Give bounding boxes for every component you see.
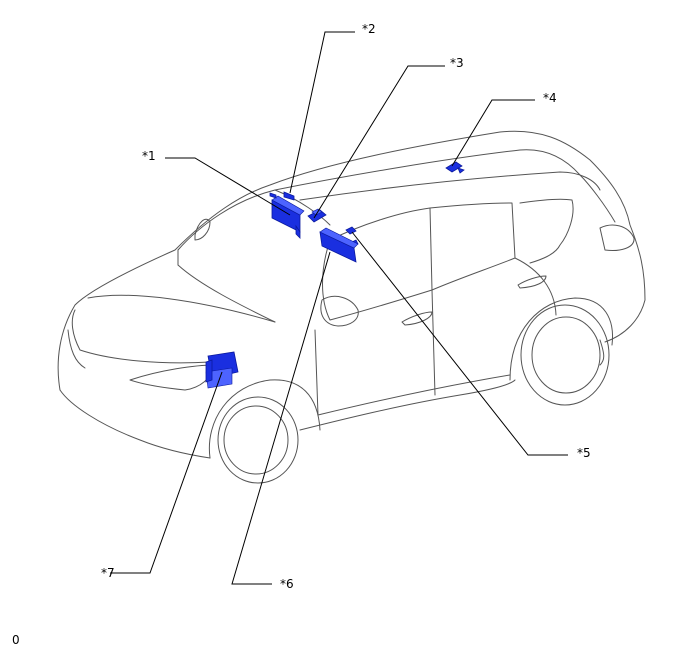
vehicle-outline <box>57 130 646 484</box>
callout-label-5: *5 <box>577 446 591 460</box>
callout-label-2: *2 <box>362 22 376 36</box>
part-3 <box>307 208 327 223</box>
callout-label-4: *4 <box>543 91 557 105</box>
leader-2 <box>289 31 355 194</box>
component-parts <box>205 161 465 389</box>
part-2 <box>269 191 295 201</box>
leader-6 <box>231 251 331 585</box>
leader-4 <box>451 99 535 167</box>
leader-7 <box>110 371 223 574</box>
leader-1 <box>165 157 291 216</box>
figure-code: 0 <box>12 633 20 647</box>
part-4 <box>445 161 465 174</box>
callout-label-6: *6 <box>280 577 294 591</box>
callout-label-7: *7 <box>101 566 115 580</box>
leader-5 <box>351 231 568 456</box>
part-6 <box>319 227 359 263</box>
callout-label-3: *3 <box>450 56 464 70</box>
leader-lines <box>110 31 568 585</box>
callout-label-1: *1 <box>142 149 156 163</box>
part-7 <box>205 351 239 389</box>
leader-3 <box>313 65 445 219</box>
